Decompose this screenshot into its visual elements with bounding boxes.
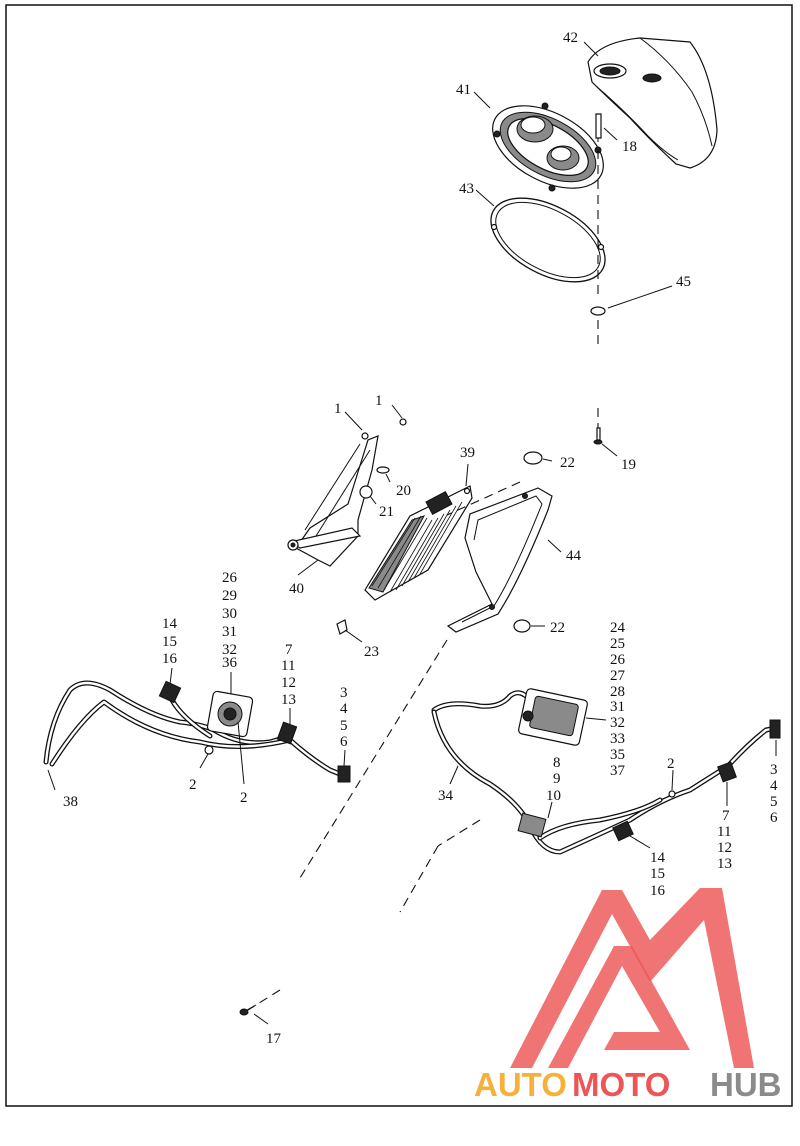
callout-stack-24: 24 25 26 27 28 31 32 33 35 37: [610, 620, 626, 779]
svg-text:25: 25: [610, 636, 625, 652]
svg-text:24: 24: [610, 620, 626, 636]
callout-34: 34: [438, 788, 454, 804]
svg-text:3: 3: [340, 685, 348, 701]
svg-text:10: 10: [546, 788, 561, 804]
logo-text-moto: MOTO: [572, 1066, 670, 1103]
callout-1b: 1: [375, 393, 383, 409]
callout-stack-8: 8 9 10: [546, 755, 561, 804]
callout-1a: 1: [334, 401, 342, 417]
part-34-right-harness: [431, 688, 781, 855]
part-17-screw: [239, 1004, 257, 1016]
svg-text:16: 16: [650, 883, 666, 899]
callout-19: 19: [621, 457, 636, 473]
callout-stack-7-right: 7 11 12 13: [717, 808, 732, 872]
callout-22a: 22: [560, 455, 575, 471]
callout-44: 44: [566, 548, 582, 564]
svg-text:4: 4: [340, 701, 348, 717]
svg-text:37: 37: [610, 763, 626, 779]
callout-45: 45: [676, 274, 691, 290]
callout-2b: 2: [240, 790, 248, 806]
svg-text:31: 31: [610, 699, 625, 715]
callout-43: 43: [459, 181, 474, 197]
callout-stack-26: 26 29 30 31 32 36: [222, 570, 238, 671]
callout-20: 20: [396, 483, 411, 499]
svg-text:27: 27: [610, 668, 626, 684]
part-18-screw: [595, 113, 602, 142]
part-20-spacer: [376, 466, 390, 474]
logo-text-auto: AUTO: [474, 1066, 567, 1103]
svg-text:29: 29: [222, 588, 237, 604]
svg-text:7: 7: [285, 642, 293, 658]
part-40-bracket: [287, 418, 407, 567]
svg-text:36: 36: [222, 655, 238, 671]
part-22-plug-bottom: [513, 619, 531, 633]
svg-text:14: 14: [650, 850, 666, 866]
svg-text:12: 12: [281, 675, 296, 691]
callout-39: 39: [460, 445, 475, 461]
part-43-gasket: [490, 197, 606, 283]
part-44-plate: [446, 487, 553, 633]
callout-23: 23: [364, 644, 379, 660]
callout-38: 38: [63, 794, 78, 810]
svg-text:3: 3: [770, 762, 778, 778]
part-38-left-harness: [43, 680, 351, 783]
part-45-washer: [590, 306, 606, 316]
part-19-screw: [593, 427, 603, 445]
watermark-logo: AUTO MOTO HUB: [474, 888, 782, 1103]
svg-text:11: 11: [717, 824, 731, 840]
svg-text:9: 9: [553, 771, 561, 787]
callout-18: 18: [622, 139, 637, 155]
svg-text:26: 26: [222, 570, 238, 586]
callout-labels: 42 41 18 43 45 1 1 19 39 22 20 21 44 40 …: [63, 30, 691, 1047]
callout-42: 42: [563, 30, 578, 46]
part-22-plug-top: [523, 451, 543, 465]
callout-2a: 2: [189, 777, 197, 793]
svg-text:32: 32: [610, 715, 625, 731]
stacked-callouts: 26 29 30 31 32 36 14 15 16 7 11 12 13 3 …: [162, 570, 778, 899]
svg-text:15: 15: [162, 634, 177, 650]
part-42-speaker-lid: [587, 37, 718, 169]
svg-text:30: 30: [222, 606, 237, 622]
svg-text:5: 5: [340, 718, 348, 734]
part-21-nut: [359, 485, 373, 499]
svg-text:5: 5: [770, 794, 778, 810]
callout-22b: 22: [550, 620, 565, 636]
svg-text:13: 13: [717, 856, 732, 872]
svg-text:12: 12: [717, 840, 732, 856]
callout-17: 17: [266, 1031, 282, 1047]
part-39-amplifier: [364, 485, 473, 601]
logo-text-hub: HUB: [710, 1066, 782, 1103]
svg-text:16: 16: [162, 651, 178, 667]
callout-stack-14-left: 14 15 16: [162, 616, 178, 667]
svg-text:8: 8: [553, 755, 561, 771]
svg-text:33: 33: [610, 731, 625, 747]
svg-text:6: 6: [770, 810, 778, 826]
callout-2c: 2: [667, 756, 675, 772]
part-23-bolt: [336, 619, 348, 635]
callout-stack-3-right: 3 4 5 6: [770, 762, 778, 826]
svg-text:31: 31: [222, 624, 237, 640]
svg-text:26: 26: [610, 652, 626, 668]
svg-text:28: 28: [610, 684, 625, 700]
svg-text:35: 35: [610, 747, 625, 763]
svg-text:14: 14: [162, 616, 178, 632]
callout-stack-3-left: 3 4 5 6: [340, 685, 348, 750]
callout-stack-7-left: 7 11 12 13: [281, 642, 296, 708]
callout-stack-14-right: 14 15 16: [650, 850, 666, 899]
callout-41: 41: [456, 82, 471, 98]
logo-triangle-mark: [510, 888, 754, 1068]
svg-text:4: 4: [770, 778, 778, 794]
callout-40: 40: [289, 581, 304, 597]
svg-text:15: 15: [650, 866, 665, 882]
callout-21: 21: [379, 504, 394, 520]
svg-text:32: 32: [222, 642, 237, 658]
svg-text:11: 11: [281, 658, 295, 674]
leader-lines: [47, 41, 777, 1025]
svg-text:7: 7: [722, 808, 730, 824]
diagram-border: [5, 4, 793, 1107]
part-41-speaker: [492, 102, 604, 192]
svg-text:6: 6: [340, 734, 348, 750]
svg-text:13: 13: [281, 692, 296, 708]
